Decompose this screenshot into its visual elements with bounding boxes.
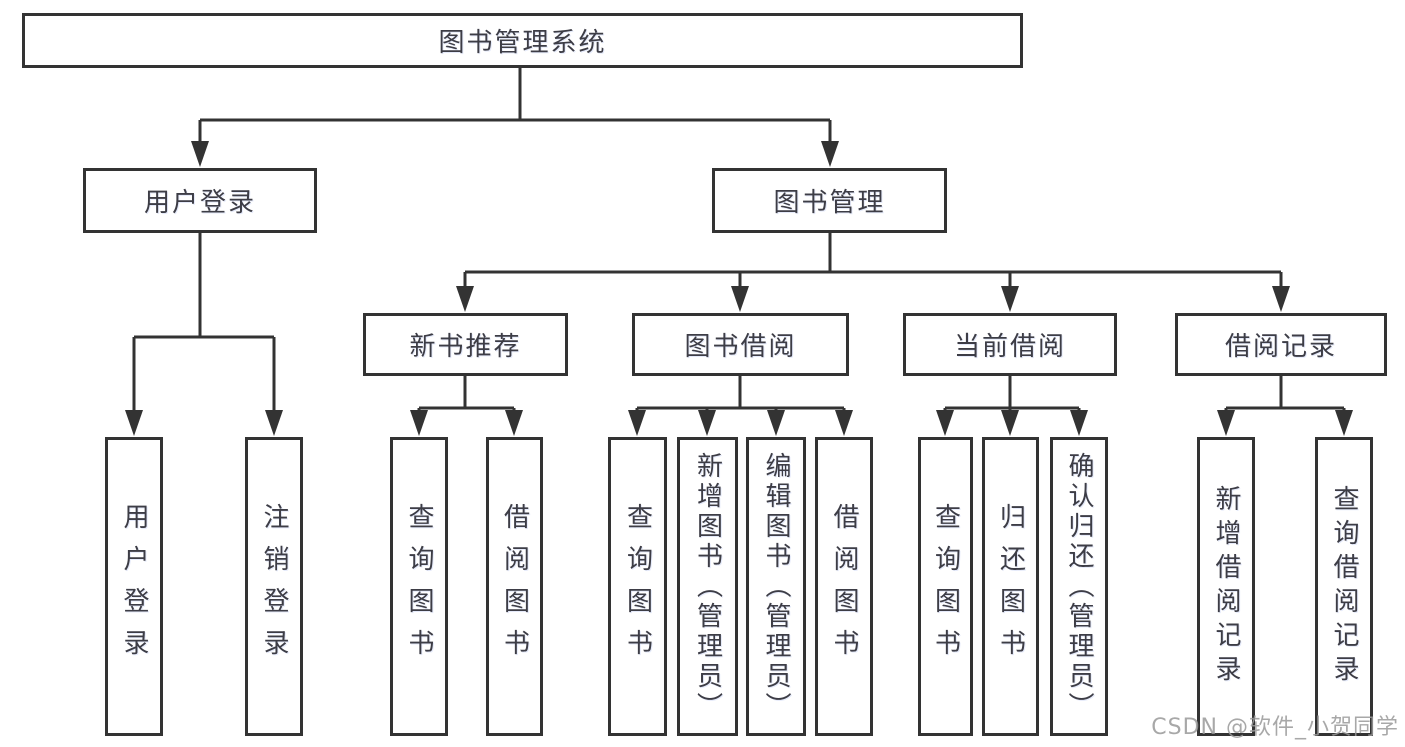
leaf-query-book-borrow: 查询图书 — [608, 437, 667, 736]
leaf-confirm-return-admin: 确认归还（管理员） — [1050, 437, 1108, 736]
connector-current-borrow-children — [936, 376, 1088, 436]
arrowhead — [821, 141, 839, 167]
arrowhead — [191, 141, 209, 167]
connector-user-login-children — [125, 233, 283, 436]
node-user-login: 用户登录 — [83, 168, 317, 233]
leaf-label: 确认归还（管理员） — [1064, 451, 1094, 722]
arrowhead — [1070, 410, 1088, 436]
arrowhead — [505, 410, 523, 436]
node-current-borrow: 当前借阅 — [903, 313, 1117, 376]
leaf-label: 新增图书（管理员） — [692, 451, 723, 722]
leaf-user-login: 用户登录 — [105, 437, 163, 736]
leaf-borrow-book: 借阅图书 — [815, 437, 873, 736]
arrowhead — [936, 410, 954, 436]
connector-book-management-children — [456, 233, 1290, 312]
leaf-label: 查询图书 — [622, 502, 653, 671]
leaf-query-book-current: 查询图书 — [918, 437, 973, 736]
leaf-query-book-recommend: 查询图书 — [390, 437, 448, 736]
leaf-label: 查询借阅记录 — [1329, 484, 1359, 689]
arrowhead — [628, 410, 646, 436]
leaf-add-book-admin: 新增图书（管理员） — [677, 437, 738, 736]
arrowhead — [1335, 410, 1353, 436]
leaf-return-book: 归还图书 — [982, 437, 1039, 736]
csdn-watermark: CSDN @软件_小贺同学 — [1151, 715, 1399, 740]
arrowhead — [835, 410, 853, 436]
arrowhead — [767, 410, 785, 436]
leaf-label: 查询图书 — [404, 502, 434, 671]
node-root-library-system: 图书管理系统 — [22, 13, 1023, 68]
leaf-borrow-book-recommend: 借阅图书 — [486, 437, 543, 736]
arrowhead — [410, 410, 428, 436]
arrowhead — [265, 410, 283, 436]
arrowhead — [1001, 410, 1019, 436]
arrowhead — [698, 410, 716, 436]
connector-book-borrow-children — [628, 376, 853, 436]
arrowhead — [125, 410, 143, 436]
leaf-label: 归还图书 — [995, 502, 1026, 671]
node-borrow-records: 借阅记录 — [1175, 313, 1387, 376]
leaf-label: 查询图书 — [930, 502, 961, 671]
arrowhead — [731, 286, 749, 312]
node-book-borrow: 图书借阅 — [632, 313, 849, 376]
arrowhead — [1001, 286, 1019, 312]
leaf-label: 编辑图书（管理员） — [761, 451, 791, 722]
arrowhead — [1272, 286, 1290, 312]
leaf-logout: 注销登录 — [245, 437, 303, 736]
leaf-label: 借阅图书 — [829, 502, 859, 671]
leaf-add-borrow-record: 新增借阅记录 — [1197, 437, 1255, 736]
connector-root-to-level2 — [191, 68, 839, 167]
arrowhead — [456, 286, 474, 312]
leaf-label: 新增借阅记录 — [1211, 484, 1241, 689]
leaf-edit-book-admin: 编辑图书（管理员） — [746, 437, 806, 736]
node-book-management: 图书管理 — [712, 168, 947, 233]
leaf-label: 用户登录 — [119, 502, 149, 671]
leaf-label: 借阅图书 — [499, 502, 530, 671]
leaf-query-borrow-record: 查询借阅记录 — [1315, 437, 1373, 736]
connector-new-book-children — [410, 376, 523, 436]
arrowhead — [1217, 410, 1235, 436]
node-new-book-recommend: 新书推荐 — [363, 313, 568, 376]
connector-borrow-records-children — [1217, 376, 1353, 436]
leaf-label: 注销登录 — [259, 502, 289, 671]
